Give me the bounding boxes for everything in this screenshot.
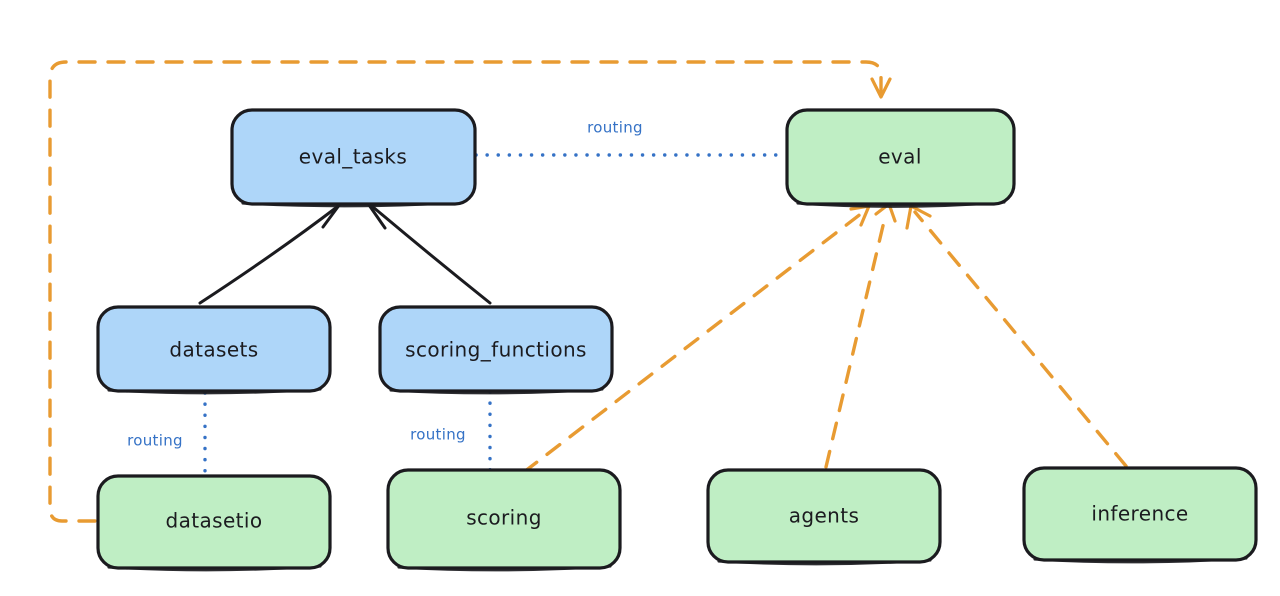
node-label-inference: inference <box>1091 502 1188 526</box>
node-scoring_functions[interactable]: scoring_functions <box>378 305 614 395</box>
edge-label-routing-top: routing <box>587 119 643 137</box>
node-eval[interactable]: eval <box>785 108 1016 208</box>
node-label-agents: agents <box>789 504 860 528</box>
node-inference[interactable]: inference <box>1022 466 1258 564</box>
edge-datasets-datasetio: routing <box>127 391 207 479</box>
edge-datasetio-eval <box>48 60 892 523</box>
node-label-eval: eval <box>878 145 922 169</box>
node-label-datasetio: datasetio <box>165 509 262 533</box>
node-label-scoring: scoring <box>466 506 542 530</box>
edge-inference-eval <box>905 204 1128 468</box>
node-scoring[interactable]: scoring <box>386 468 622 572</box>
node-datasetio[interactable]: datasetio <box>96 474 332 572</box>
node-agents[interactable]: agents <box>706 468 942 566</box>
edge-agents-eval <box>824 202 897 469</box>
edge-eval_tasks-eval: routing <box>474 119 788 157</box>
node-label-scoring_functions: scoring_functions <box>405 338 587 362</box>
edge-label-routing-left: routing <box>127 432 183 450</box>
edge-scoring_functions-eval_tasks <box>367 200 492 305</box>
node-label-datasets: datasets <box>169 338 258 362</box>
edge-scoring_functions-scoring: routing <box>410 390 492 473</box>
node-eval_tasks[interactable]: eval_tasks <box>230 108 477 208</box>
edge-label-routing-middle: routing <box>410 426 466 444</box>
node-datasets[interactable]: datasets <box>96 305 332 395</box>
node-label-eval_tasks: eval_tasks <box>299 145 407 169</box>
edge-datasets-eval_tasks <box>198 201 342 305</box>
